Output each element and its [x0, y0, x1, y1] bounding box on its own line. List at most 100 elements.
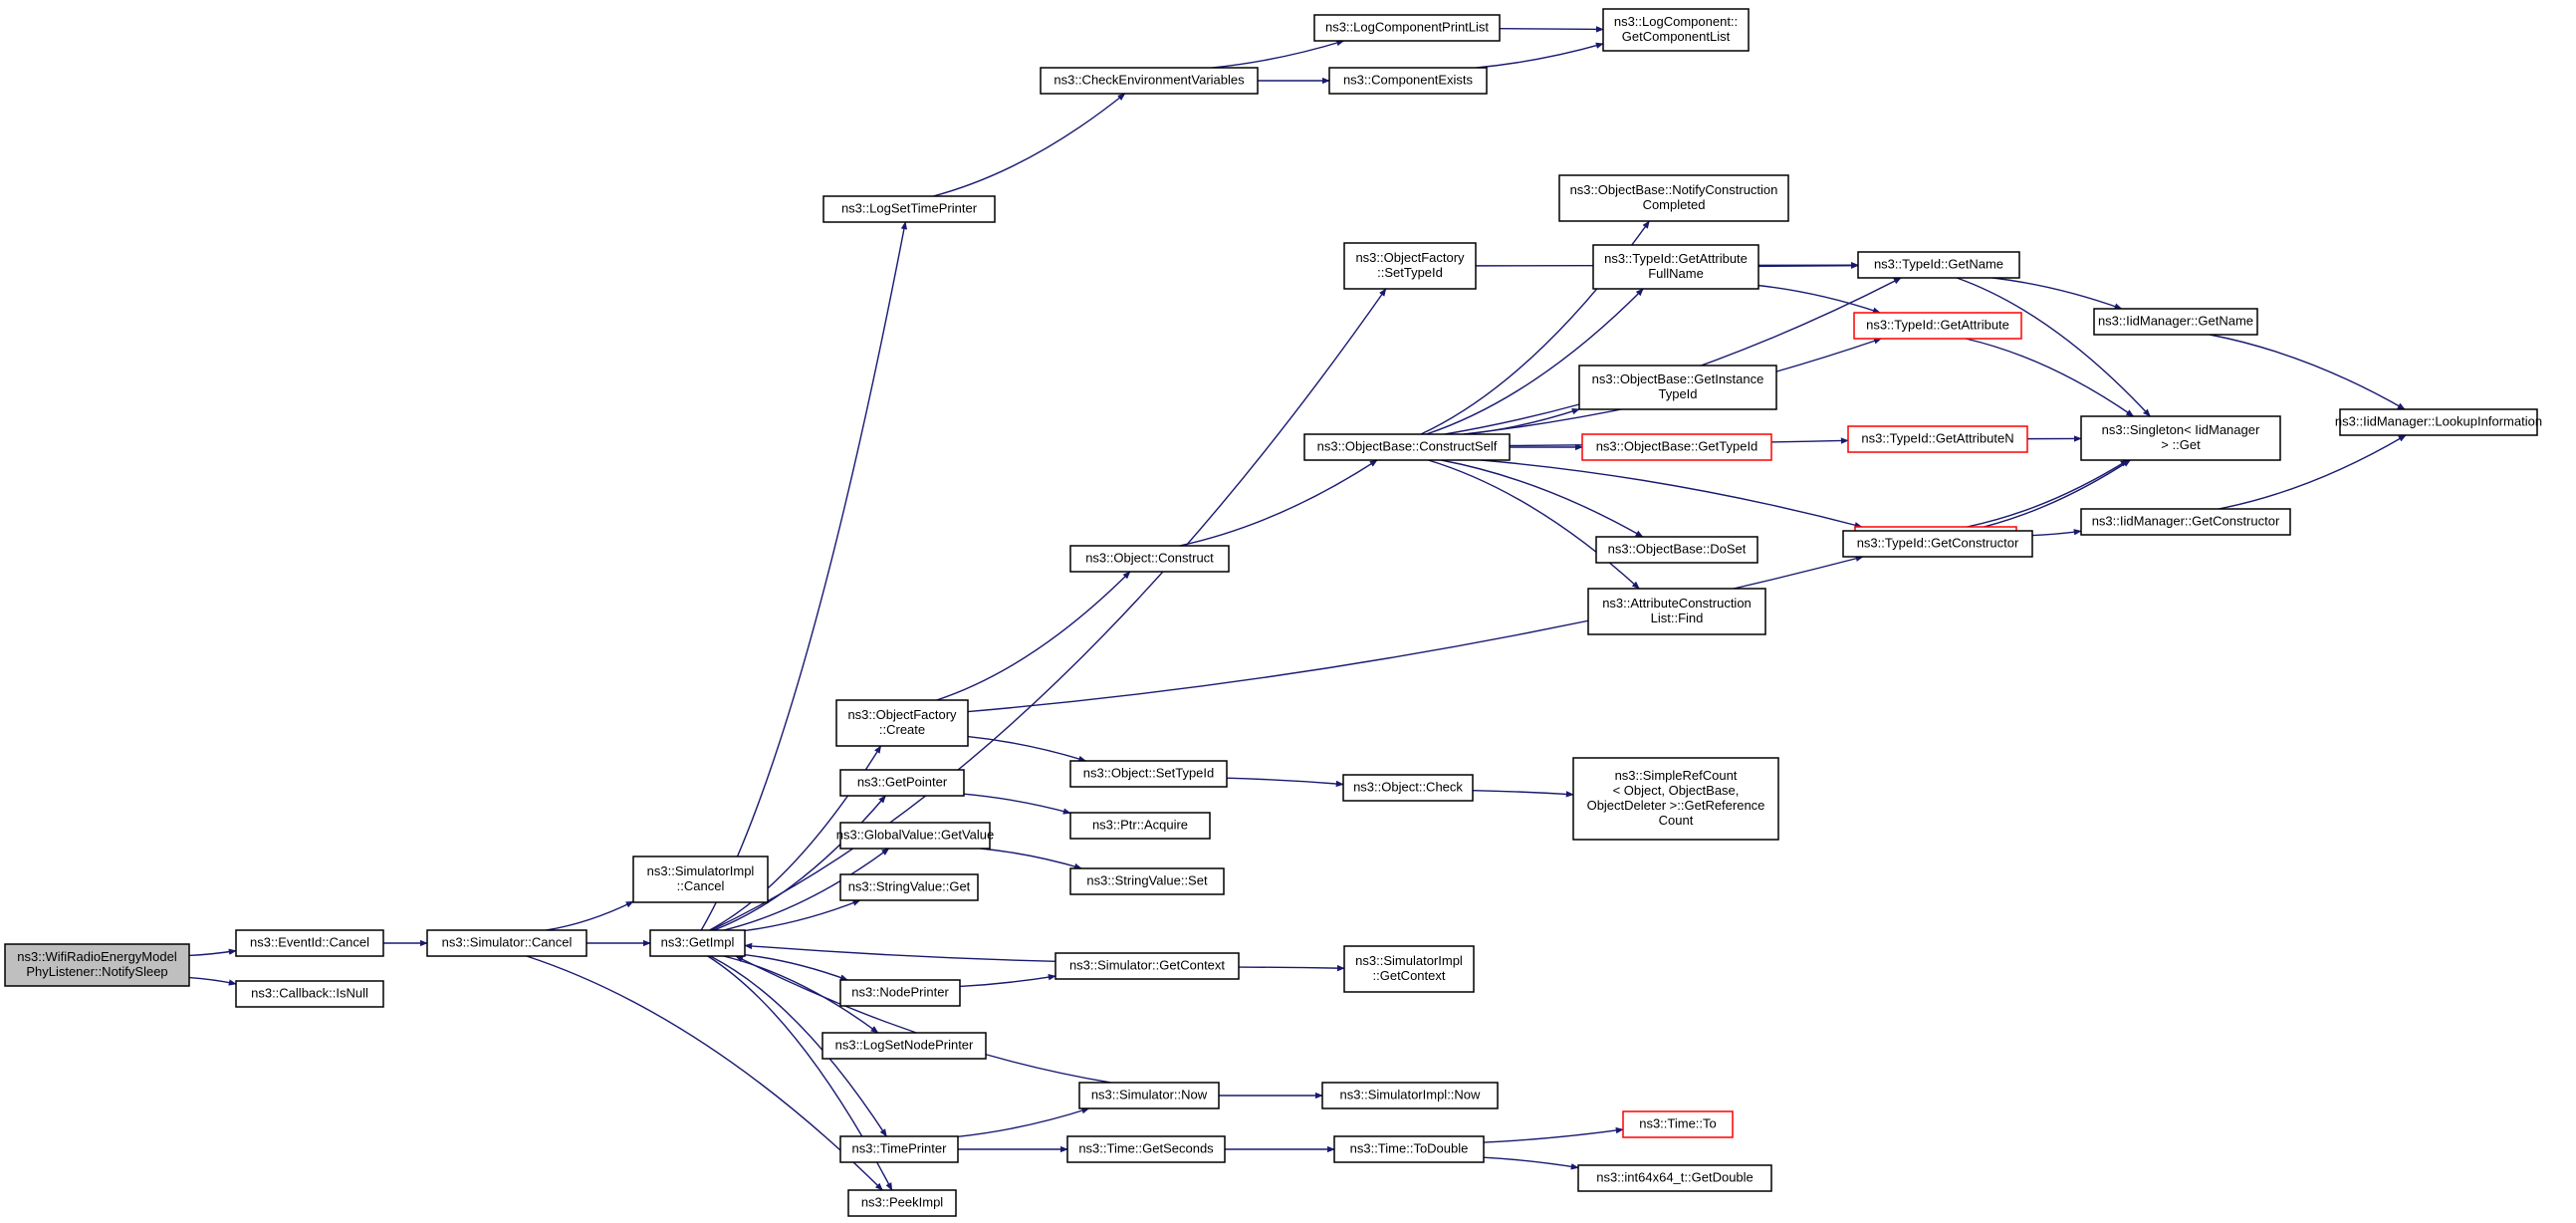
node-ptr_acquire[interactable]: ns3::Ptr::Acquire — [1069, 812, 1211, 840]
node-box — [1587, 588, 1766, 635]
node-time_to[interactable]: ns3::Time::To — [1622, 1110, 1734, 1138]
node-label: ns3::Simulator::GetContext — [1069, 957, 1225, 972]
node-simimpl_getcontext[interactable]: ns3::SimulatorImpl::GetContext — [1343, 945, 1475, 993]
node-label: ns3::Simulator::Cancel — [442, 934, 573, 949]
node-label: ObjectDeleter >::GetReference — [1587, 798, 1765, 813]
node-label: ns3::Time::To — [1639, 1115, 1717, 1130]
edge-objbase_constructself-to-objbase_getinstancetypeid — [1465, 408, 1580, 435]
node-time_todouble[interactable]: ns3::Time::ToDouble — [1333, 1135, 1485, 1163]
edge-objfactory_create-to-object_construct — [936, 571, 1131, 701]
node-label: ns3::Ptr::Acquire — [1092, 817, 1188, 832]
node-label: ns3::TypeId::GetAttribute — [1604, 251, 1748, 266]
node-peekimpl[interactable]: ns3::PeekImpl — [847, 1189, 957, 1217]
node-label: ns3::StringValue::Get — [848, 878, 971, 893]
node-checkenv[interactable]: ns3::CheckEnvironmentVariables — [1040, 67, 1259, 95]
edge-getimpl-to-nodeprinter — [744, 953, 848, 981]
node-eventid_cancel[interactable]: ns3::EventId::Cancel — [235, 929, 384, 957]
node-getimpl[interactable]: ns3::GetImpl — [649, 929, 746, 957]
node-box — [1313, 14, 1501, 42]
node-objbase_constructself[interactable]: ns3::ObjectBase::ConstructSelf — [1303, 433, 1511, 461]
node-label: GetComponentList — [1622, 29, 1731, 44]
node-simimpl_cancel[interactable]: ns3::SimulatorImpl::Cancel — [632, 856, 769, 903]
node-singleton_get[interactable]: ns3::Singleton< IidManager> ::Get — [2080, 415, 2281, 461]
node-label: ns3::ObjectFactory — [1355, 250, 1465, 265]
edge-object_settypeid-to-object_check — [1226, 777, 1344, 788]
node-stringvalue_set[interactable]: ns3::StringValue::Set — [1069, 867, 1225, 895]
node-objbase_gettypeid[interactable]: ns3::ObjectBase::GetTypeId — [1581, 433, 1772, 461]
node-simulator_cancel[interactable]: ns3::Simulator::Cancel — [426, 929, 587, 957]
node-iidmanager_getname[interactable]: ns3::IidManager::GetName — [2093, 308, 2258, 336]
node-label: ::Cancel — [677, 878, 725, 893]
node-box — [1581, 433, 1772, 461]
node-simplerefcount[interactable]: ns3::SimpleRefCount< Object, ObjectBase,… — [1572, 757, 1779, 841]
node-logsettimeprinter[interactable]: ns3::LogSetTimePrinter — [822, 195, 996, 223]
node-label: ns3::AttributeConstruction — [1602, 596, 1752, 611]
node-objfactory_settypeid[interactable]: ns3::ObjectFactory::SetTypeId — [1343, 242, 1477, 290]
node-objbase_doset[interactable]: ns3::ObjectBase::DoSet — [1595, 536, 1758, 564]
edge-typeid_getconstructor-to-iidmanager_getconstructor — [2031, 529, 2082, 537]
node-int64x64_getdouble[interactable]: ns3::int64x64_t::GetDouble — [1577, 1164, 1772, 1192]
node-label: ns3::SimulatorImpl — [1355, 953, 1463, 968]
edge-typeid_getattribute-to-singleton_get — [1965, 338, 2135, 417]
node-box — [1333, 1135, 1485, 1163]
node-root[interactable]: ns3::WifiRadioEnergyModelPhyListener::No… — [4, 943, 190, 987]
edge-getimpl-to-globalvalue_getvalue — [723, 848, 890, 931]
node-box — [839, 769, 965, 797]
node-label: ns3::Time::ToDouble — [1350, 1140, 1469, 1155]
node-iidmanager_lookup[interactable]: ns3::IidManager::LookupInformation — [2335, 408, 2542, 436]
node-stringvalue_get[interactable]: ns3::StringValue::Get — [839, 873, 979, 901]
node-typeid_getattributen[interactable]: ns3::TypeId::GetAttributeN — [1847, 425, 2028, 453]
node-label: ns3::ObjectBase::GetTypeId — [1596, 438, 1758, 453]
node-objfactory_create[interactable]: ns3::ObjectFactory::Create — [835, 699, 969, 747]
node-componentexists[interactable]: ns3::ComponentExists — [1328, 67, 1488, 95]
node-getpointer[interactable]: ns3::GetPointer — [839, 769, 965, 797]
edge-getimpl-to-objfactory_settypeid — [710, 288, 1387, 931]
node-time_getseconds[interactable]: ns3::Time::GetSeconds — [1066, 1135, 1226, 1163]
node-globalvalue_getvalue[interactable]: ns3::GlobalValue::GetValue — [836, 822, 995, 850]
node-label: ns3::IidManager::GetName — [2098, 313, 2253, 328]
node-box — [1040, 67, 1259, 95]
node-typeid_getname[interactable]: ns3::TypeId::GetName — [1857, 251, 2020, 279]
node-iidmanager_getconstructor[interactable]: ns3::IidManager::GetConstructor — [2080, 508, 2291, 536]
node-box — [1572, 757, 1779, 841]
node-logcomp_getlist[interactable]: ns3::LogComponent::GetComponentList — [1602, 8, 1750, 52]
node-box — [1069, 867, 1225, 895]
node-label: FullName — [1648, 266, 1704, 281]
node-simimpl_now[interactable]: ns3::SimulatorImpl::Now — [1321, 1082, 1499, 1109]
node-objbase_notify[interactable]: ns3::ObjectBase::NotifyConstructionCompl… — [1558, 174, 1789, 222]
edge-objbase_constructself-to-typeid_getparent — [1481, 459, 1863, 529]
edge-simulator_getcontext-to-simimpl_getcontext — [1238, 964, 1345, 972]
node-object_check[interactable]: ns3::Object::Check — [1342, 774, 1474, 802]
edge-objbase_constructself-to-attrconstructionlist_find — [1428, 459, 1640, 590]
node-box — [426, 929, 587, 957]
node-box — [1078, 1082, 1220, 1109]
node-box — [235, 929, 384, 957]
node-simulator_getcontext[interactable]: ns3::Simulator::GetContext — [1054, 952, 1240, 980]
edge-objbase_constructself-to-objbase_doset — [1441, 459, 1644, 538]
node-logcompprintlist[interactable]: ns3::LogComponentPrintList — [1313, 14, 1501, 42]
node-label: ns3::IidManager::GetConstructor — [2092, 513, 2280, 528]
node-label: ns3::LogSetNodePrinter — [835, 1037, 974, 1052]
node-object_construct[interactable]: ns3::Object::Construct — [1069, 545, 1230, 573]
edge-typeid_getname-to-iidmanager_getname — [1992, 277, 2123, 310]
edge-root-to-callback_isnull — [188, 976, 237, 986]
node-typeid_getconstructor[interactable]: ns3::TypeId::GetConstructor — [1842, 530, 2033, 558]
node-typeid_getattribute[interactable]: ns3::TypeId::GetAttribute — [1853, 312, 2022, 340]
node-label: ns3::TypeId::GetName — [1874, 256, 2003, 271]
node-object_settypeid[interactable]: ns3::Object::SetTypeId — [1069, 760, 1228, 788]
edge-iidmanager_getconstructor-to-iidmanager_lookup — [2218, 434, 2407, 510]
node-simulator_now[interactable]: ns3::Simulator::Now — [1078, 1082, 1220, 1109]
node-box — [2080, 508, 2291, 536]
node-label: ns3::GetImpl — [661, 934, 735, 949]
node-logsetnodeprinter[interactable]: ns3::LogSetNodePrinter — [821, 1032, 987, 1060]
node-callback_isnull[interactable]: ns3::Callback::IsNull — [235, 980, 384, 1008]
node-label: ns3::Time::GetSeconds — [1078, 1140, 1214, 1155]
node-timeprinter[interactable]: ns3::TimePrinter — [839, 1135, 959, 1163]
node-label: ns3::LogComponentPrintList — [1325, 19, 1489, 34]
node-label: ns3::Object::Construct — [1085, 550, 1214, 565]
node-nodeprinter[interactable]: ns3::NodePrinter — [839, 979, 961, 1007]
